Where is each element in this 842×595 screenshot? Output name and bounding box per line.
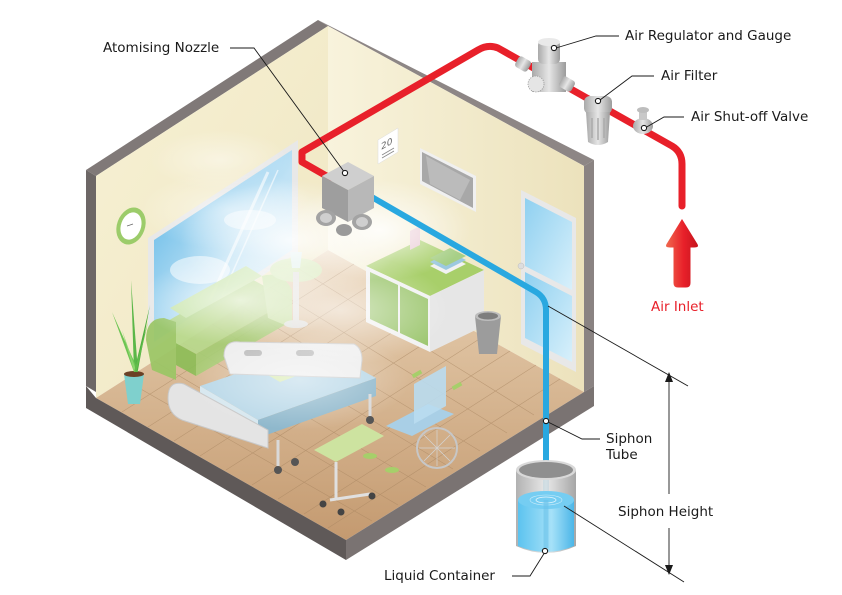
floor-slab-right	[346, 386, 594, 560]
wall-outer-right	[584, 160, 594, 392]
label-siphon-height: Siphon Height	[618, 504, 713, 520]
door-handle-icon	[517, 262, 525, 270]
label-air-filter-group: Air Filter	[594, 68, 718, 105]
potted-plant-icon	[112, 280, 150, 404]
wall-calendar: 20	[377, 127, 399, 165]
waste-bin-icon	[475, 311, 501, 354]
label-air-regulator-group: Air Regulator and Gauge	[550, 28, 791, 52]
label-air-inlet: Air Inlet	[651, 299, 704, 315]
wall-clock-icon	[116, 207, 146, 245]
atomising-nozzle-icon	[316, 162, 374, 236]
wall-outer-left	[86, 170, 96, 392]
wheelchair-icon	[363, 366, 463, 473]
air-inlet-arrow-icon	[665, 217, 699, 289]
wall-tv	[420, 148, 476, 212]
label-liquid-container-group: Liquid Container	[384, 547, 549, 584]
siphon-height-dimension	[547, 305, 689, 583]
air-line	[298, 42, 686, 210]
label-siphon-tube-line1: Siphon	[606, 431, 652, 447]
label-air-shutoff-valve-group: Air Shut-off Valve	[640, 109, 808, 132]
calendar-number: 20	[381, 136, 392, 153]
overbed-table	[314, 424, 384, 516]
air-regulator-gauge-icon	[515, 38, 575, 93]
wall-rim-right	[318, 20, 594, 166]
label-air-filter: Air Filter	[661, 68, 718, 84]
air-filter-icon	[584, 96, 612, 145]
wall-rim-left	[86, 20, 328, 176]
label-air-shutoff-valve: Air Shut-off Valve	[691, 109, 808, 125]
label-siphon-tube-line2: Tube	[605, 447, 638, 463]
label-siphon-tube-group: Siphon Tube	[542, 417, 652, 463]
siphon-tube	[368, 193, 549, 494]
label-atomising-nozzle: Atomising Nozzle	[103, 40, 219, 56]
label-atomising-nozzle-group: Atomising Nozzle	[103, 40, 349, 177]
label-liquid-container: Liquid Container	[384, 568, 495, 584]
label-air-regulator: Air Regulator and Gauge	[625, 28, 791, 44]
liquid-container-icon	[516, 460, 576, 553]
floor-slab-left	[86, 386, 346, 560]
